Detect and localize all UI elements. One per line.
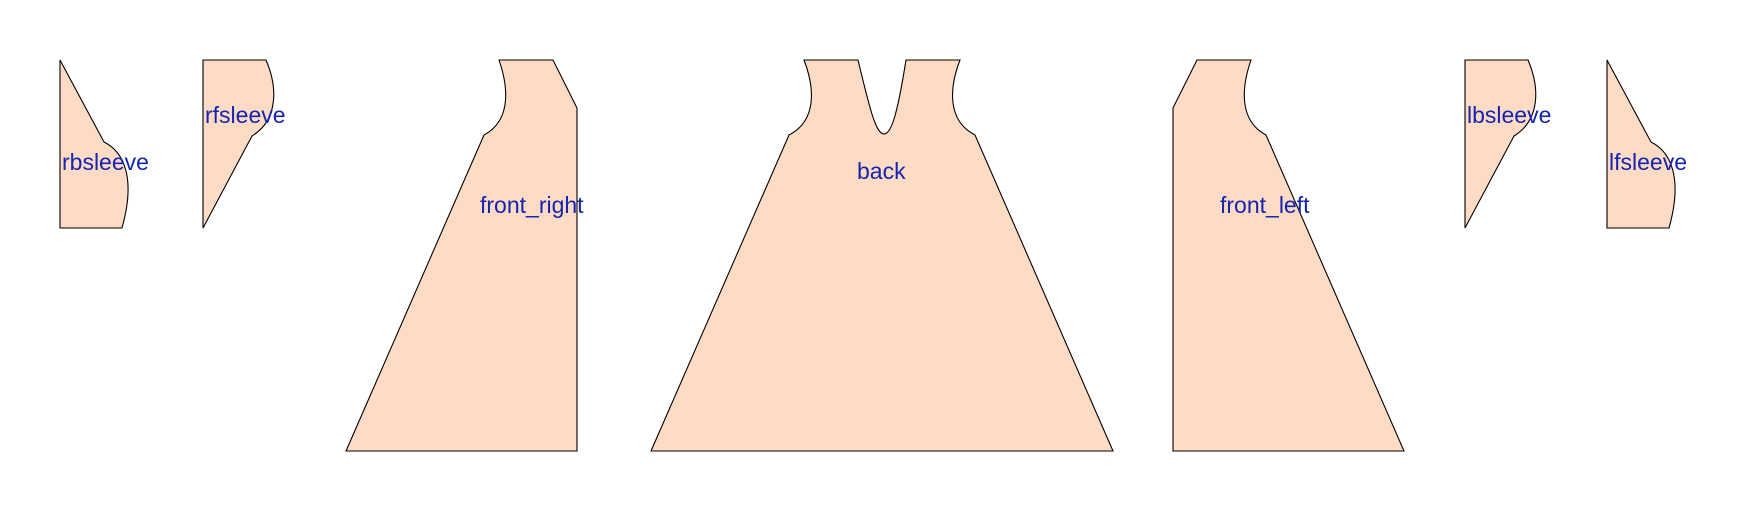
lbsleeve-panel: [1464, 59, 1537, 229]
rfsleeve-panel: [202, 59, 275, 229]
front_right-panel: [345, 59, 578, 452]
lfsleeve-label: lfsleeve: [1609, 149, 1687, 175]
piece-rbsleeve: rbsleeve: [59, 59, 149, 229]
front_left-panel: [1172, 59, 1405, 452]
piece-back: back: [650, 59, 1114, 452]
front_right-label: front_right: [480, 192, 584, 218]
rfsleeve-label: rfsleeve: [205, 102, 286, 128]
lbsleeve-label: lbsleeve: [1467, 102, 1551, 128]
piece-front_right: front_right: [345, 59, 584, 452]
lfsleeve-panel: [1606, 59, 1676, 229]
rbsleeve-panel: [59, 59, 129, 229]
back-panel: [650, 59, 1114, 452]
front_left-label: front_left: [1220, 192, 1310, 218]
back-label: back: [857, 158, 906, 184]
piece-rfsleeve: rfsleeve: [202, 59, 286, 229]
piece-front_left: front_left: [1172, 59, 1405, 452]
rbsleeve-label: rbsleeve: [62, 149, 149, 175]
piece-lbsleeve: lbsleeve: [1464, 59, 1551, 229]
piece-lfsleeve: lfsleeve: [1606, 59, 1687, 229]
